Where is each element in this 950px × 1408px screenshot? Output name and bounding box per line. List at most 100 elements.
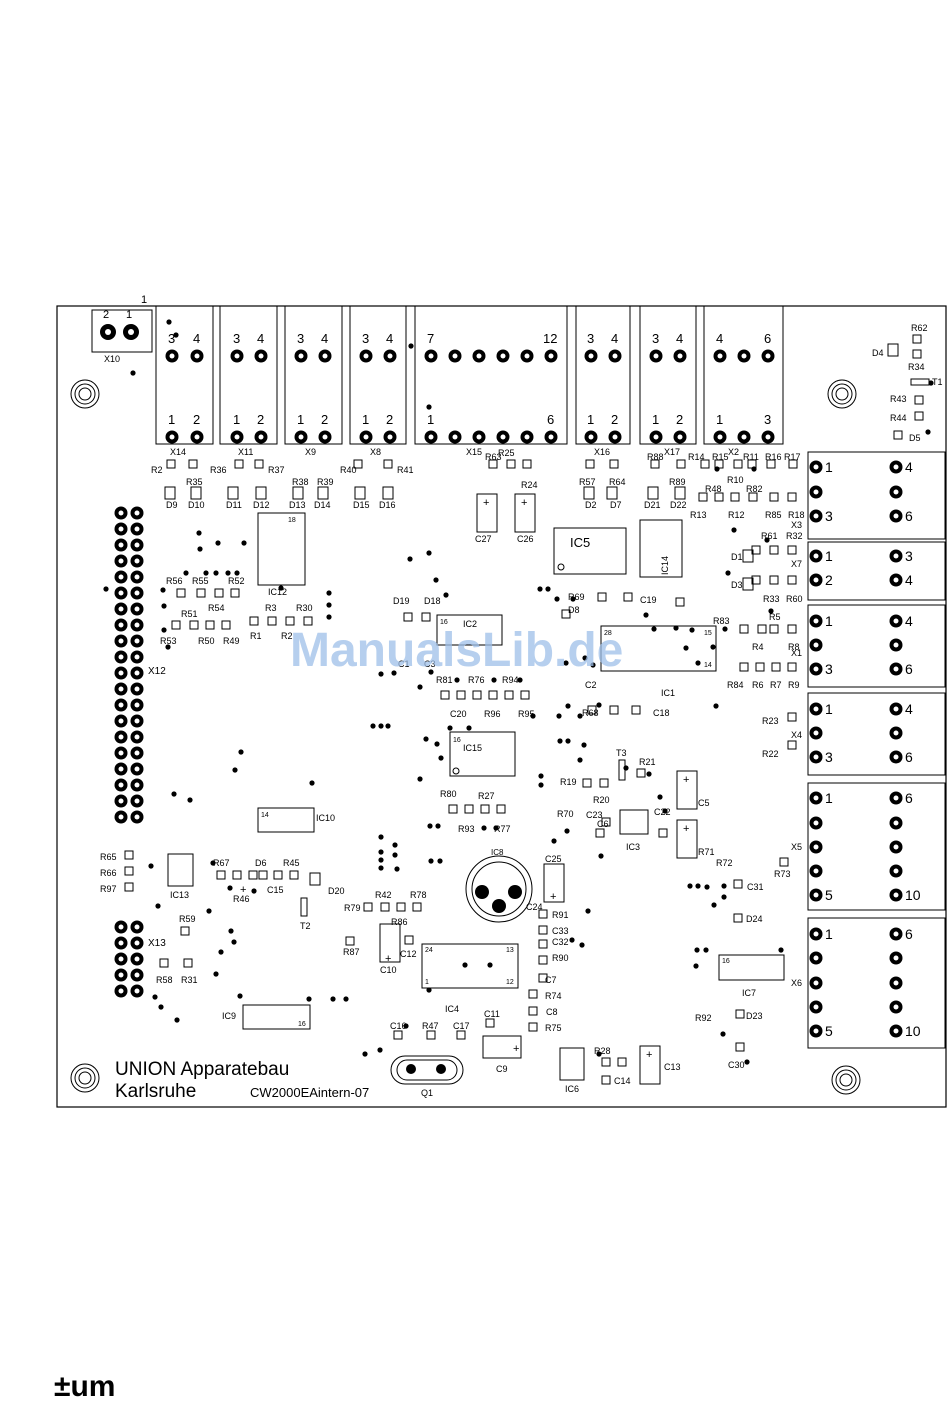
pin-number-label: 4: [905, 613, 913, 629]
svg-text:IC9: IC9: [222, 1011, 236, 1021]
ref-designator-label: D13: [289, 500, 306, 510]
svg-text:IC5: IC5: [570, 535, 590, 550]
pin-pad: [130, 602, 144, 616]
pad: [440, 690, 450, 700]
pad: [221, 620, 231, 630]
pin-pad: [130, 714, 144, 728]
pin-number-label: 4: [716, 331, 723, 346]
ref-designator-label: C20: [450, 709, 467, 719]
ref-designator-label: C25: [545, 854, 562, 864]
ref-designator-label: C19: [640, 595, 657, 605]
ref-designator-label: R58: [156, 975, 173, 985]
pin-pad: [520, 349, 534, 363]
pad: [214, 588, 224, 598]
via: [710, 644, 716, 650]
via: [564, 828, 570, 834]
pin-pad: [114, 666, 128, 680]
pin-pad: [889, 1024, 903, 1038]
pad: [787, 575, 797, 585]
pin-number-label: 3: [233, 331, 240, 346]
header-x13: [114, 920, 144, 998]
pad: [285, 616, 295, 626]
via: [155, 903, 161, 909]
ic1: 28 15 14 IC1: [600, 625, 717, 698]
via: [232, 767, 238, 773]
pin-pad: [114, 920, 128, 934]
pin-pad: [889, 509, 903, 523]
connector-name-label: X11: [238, 447, 253, 457]
ref-designator-label: C24: [526, 902, 543, 912]
via: [231, 939, 237, 945]
pad: [396, 902, 406, 912]
via: [454, 677, 460, 683]
via: [538, 782, 544, 788]
connector-name-label: X16: [594, 447, 610, 457]
pin-pad: [809, 750, 823, 764]
pin-pad: [114, 746, 128, 760]
pin-pad: [809, 726, 823, 740]
ref-designator-label: R21: [639, 757, 656, 767]
x10-pin1-mark: 1: [141, 294, 147, 306]
pad: [538, 939, 548, 949]
via: [152, 994, 158, 1000]
pin-pad: [318, 430, 332, 444]
via: [582, 655, 588, 661]
pin-pad: [114, 714, 128, 728]
pin-pad: [114, 634, 128, 648]
pin-pad: [114, 522, 128, 536]
pin-pad: [584, 349, 598, 363]
connector-name-label: X17: [664, 447, 680, 457]
pad: [166, 459, 176, 469]
via: [394, 866, 400, 872]
ref-designator-label: R12: [728, 510, 745, 520]
via: [768, 608, 774, 614]
ic3: IC3: [619, 809, 649, 852]
pad: [601, 817, 611, 827]
via: [493, 825, 499, 831]
diode-outline: [742, 549, 754, 563]
pad: [189, 620, 199, 630]
diode-outline: [190, 486, 202, 500]
ref-designator-label: R61: [761, 531, 778, 541]
pad: [124, 850, 134, 860]
ref-designator-label: R50: [198, 636, 215, 646]
pin-number-label: 12: [543, 331, 557, 346]
ref-designator-label: R39: [317, 477, 334, 487]
pin-pad: [496, 430, 510, 444]
svg-text:IC3: IC3: [626, 842, 640, 852]
via: [563, 660, 569, 666]
pin-pad: [114, 602, 128, 616]
ref-designator-label: C22: [654, 807, 671, 817]
via: [215, 540, 221, 546]
pin-pad: [448, 430, 462, 444]
ref-designator-label: R47: [422, 1021, 439, 1031]
ref-designator-label: R23: [762, 716, 779, 726]
connector-name-label: X4: [791, 730, 802, 740]
pin-pad: [254, 349, 268, 363]
via: [434, 741, 440, 747]
pin-pad: [383, 349, 397, 363]
pin-pad: [889, 485, 903, 499]
svg-text:+: +: [240, 884, 246, 896]
pad: [733, 459, 743, 469]
connector-name-label: X2: [728, 447, 739, 457]
pin-pad: [809, 573, 823, 587]
via: [673, 625, 679, 631]
pin-pad: [889, 816, 903, 830]
ref-designator-label: R64: [609, 477, 626, 487]
pin-pad: [114, 984, 128, 998]
pin-pad: [608, 349, 622, 363]
via: [378, 857, 384, 863]
ref-designator-label: R42: [375, 890, 392, 900]
pin-pad: [130, 682, 144, 696]
pad: [124, 882, 134, 892]
pad: [267, 616, 277, 626]
pad: [230, 588, 240, 598]
via: [693, 963, 699, 969]
pad: [769, 624, 779, 634]
pin-number-label: 3: [587, 331, 594, 346]
ref-designator-label: R78: [410, 890, 427, 900]
